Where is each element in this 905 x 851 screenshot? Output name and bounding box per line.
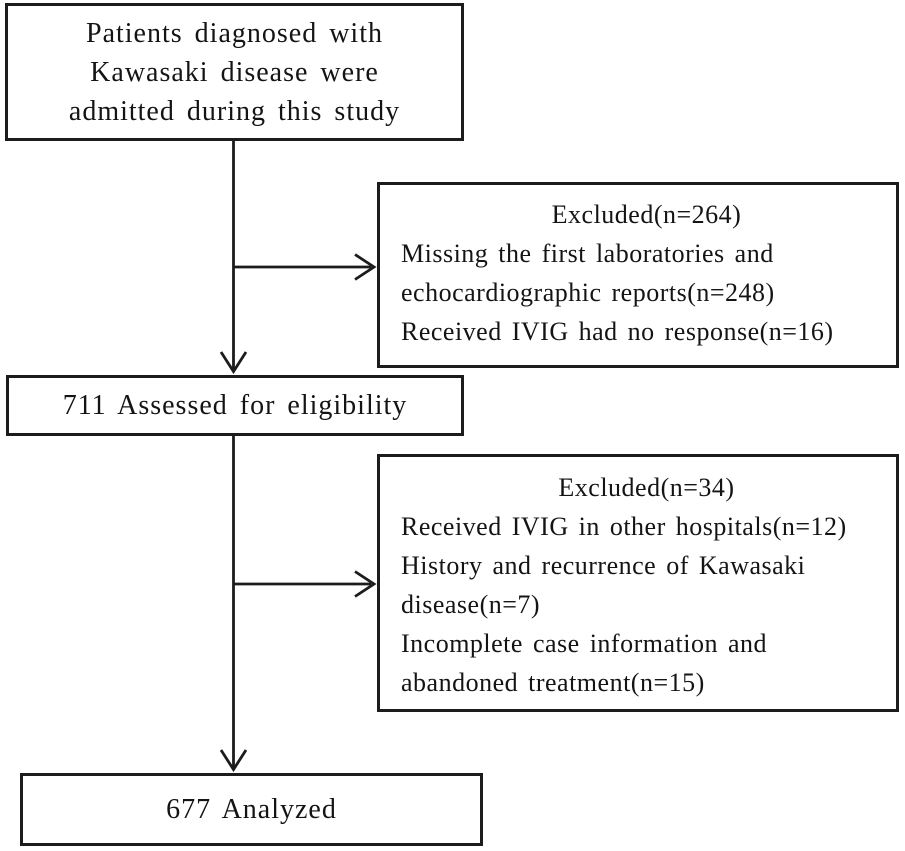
assessed-label: 711 Assessed for eligibility <box>62 390 408 421</box>
excluded-box-1: Excluded(n=264) Missing the first labora… <box>377 182 899 368</box>
excluded-2-reason: History and recurrence of Kawasaki <box>401 551 806 580</box>
excluded-2-title: Excluded(n=34) <box>558 473 735 502</box>
enrollment-line: Patients diagnosed with <box>86 17 383 49</box>
arrowhead-down-analyzed <box>219 749 248 773</box>
excluded-1-reason: Received IVIG had no response(n=16) <box>401 317 834 346</box>
arrowhead-right-excluded2 <box>354 570 377 598</box>
excluded-box-2: Excluded(n=34) Received IVIG in other ho… <box>377 454 899 712</box>
analyzed-box: 677 Analyzed <box>20 773 483 846</box>
assessed-box: 711 Assessed for eligibility <box>6 375 464 436</box>
enrollment-box: Patients diagnosed with Kawasaki disease… <box>5 3 464 141</box>
excluded-1-reason: echocardiographic reports(n=248) <box>401 278 775 307</box>
excluded-1-title: Excluded(n=264) <box>551 200 742 229</box>
excluded-2-reason: Received IVIG in other hospitals(n=12) <box>401 512 847 541</box>
arrowhead-down-assessed <box>219 351 248 375</box>
arrowhead-right-excluded1 <box>354 253 377 281</box>
analyzed-label: 677 Analyzed <box>166 794 337 825</box>
enrollment-line: Kawasaki disease were <box>90 56 379 88</box>
enrollment-line: admitted during this study <box>68 95 401 127</box>
excluded-2-reason: abandoned treatment(n=15) <box>401 668 705 697</box>
excluded-1-reason: Missing the first laboratories and <box>401 239 774 268</box>
excluded-2-reason: disease(n=7) <box>401 590 541 619</box>
excluded-2-reason: Incomplete case information and <box>401 629 767 658</box>
